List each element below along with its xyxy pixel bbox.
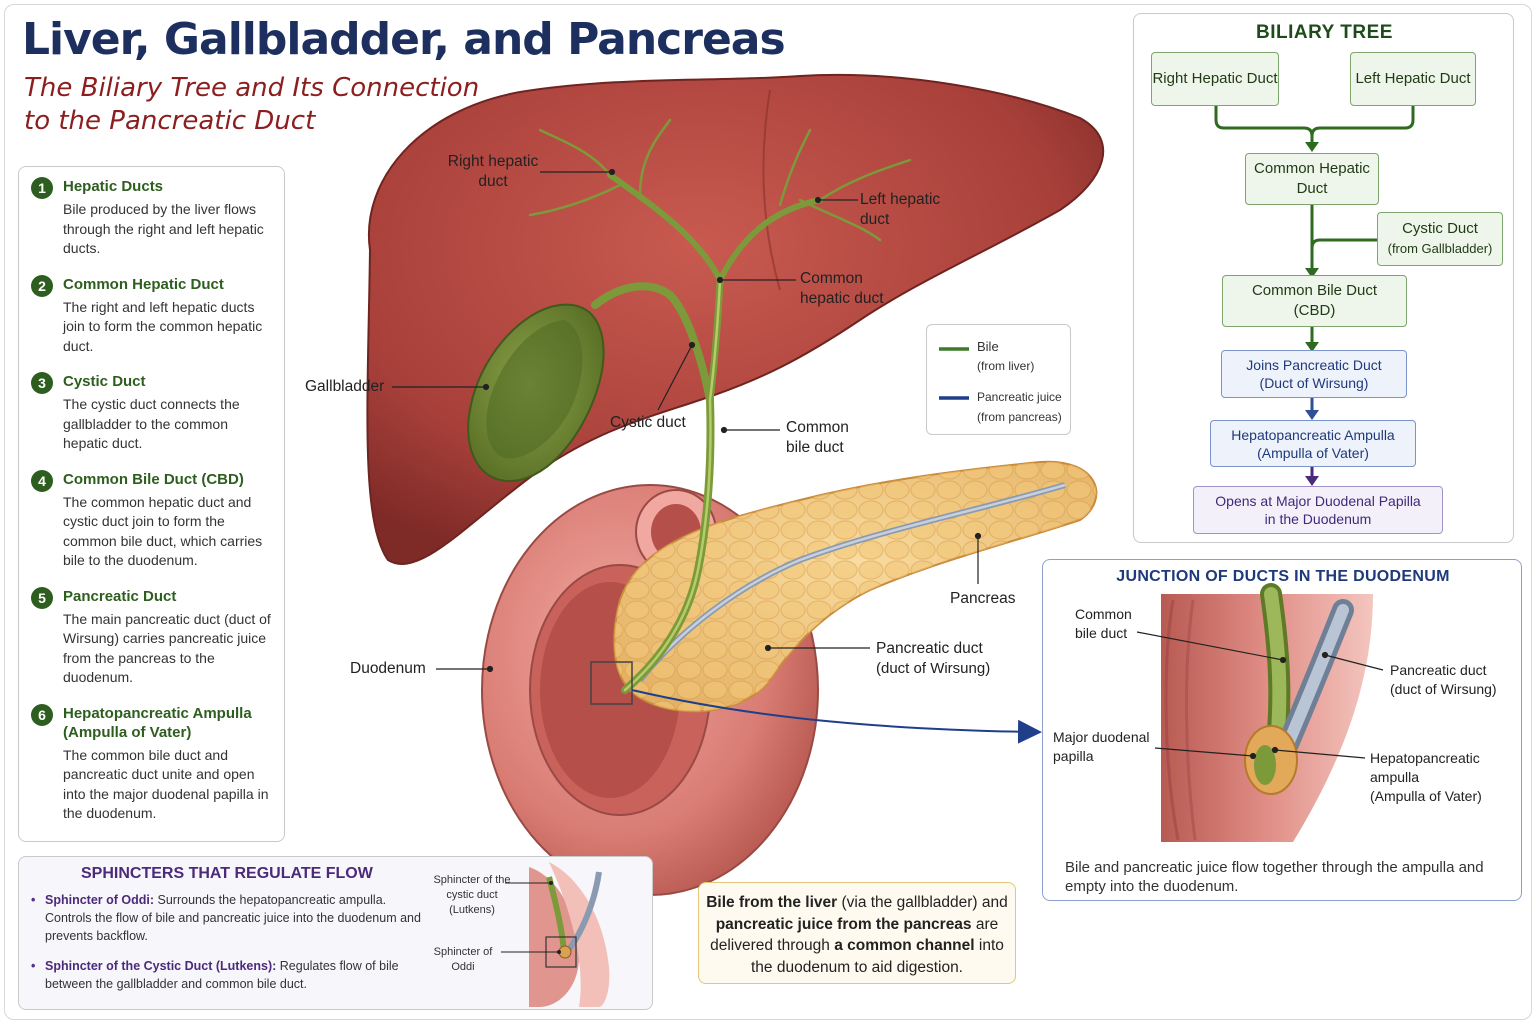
right-hepatic-duct [607,172,723,283]
step-number: 5 [31,586,53,609]
summary-callout: Bile from the liver (via the gallbladder… [698,882,1016,984]
sphincter-cystic-item: • Sphincter of the Cystic Duct (Lutkens)… [31,957,431,993]
step-title: Common Bile Duct (CBD) [63,470,244,488]
tree-node-right-hepatic: Right Hepatic Duct [1151,52,1279,106]
step-title: Cystic Duct [63,373,146,390]
step-number: 4 [31,469,53,492]
tree-node-ampulla: Hepatopancreatic Ampulla(Ampulla of Vate… [1210,420,1416,467]
page-subtitle: The Biliary Tree and Its Connection to t… [24,73,480,136]
tree-connectors [1214,106,1415,486]
label-gallbladder: Gallbladder [305,378,385,395]
tree-node-common-hepatic: Common Hepatic Duct [1245,153,1379,205]
sphincters-panel: SPHINCTERS THAT REGULATE FLOW • Sphincte… [18,856,653,1010]
label-left-hepatic-duct: Left hepatic duct [860,191,941,228]
junction-caption: Bile and pancreatic juice flow together … [1065,859,1484,895]
biliary-tree-panel: BILIARY TREE Right Hepatic Duct Left Hep… [1133,13,1514,543]
biliary-tree-title: BILIARY TREE [1256,22,1393,43]
step-title: Common Hepatic Duct [63,275,224,293]
step-title: Hepatic Ducts [63,178,164,195]
step-text: The main pancreatic duct (duct of Wirsun… [63,610,271,686]
page-frame [4,4,1532,1020]
junction-label-pancreatic: Pancreatic duct [1390,662,1487,678]
junction-zoom-box [590,661,633,705]
step-1: 1 Hepatic Ducts Bile produced by the liv… [31,177,274,259]
step-number: 3 [31,372,53,394]
label-common-bile-duct: Common bile duct [786,419,849,456]
step-4: 4 Common Bile Duct (CBD) The common hepa… [31,469,274,571]
junction-label-papilla: Major duodenal papilla [1053,729,1150,764]
sphincter-name: Sphincter of Oddi: [45,893,155,907]
steps-panel: 1 Hepatic Ducts Bile produced by the liv… [18,166,285,842]
step-5: 5 Pancreatic Duct The main pancreatic du… [31,586,274,688]
junction-label-common-bile: Common bile duct [1075,606,1132,641]
junction-title: JUNCTION OF DUCTS IN THE DUODENUM [1116,568,1450,585]
sphincter-text: Regulates flow of bile between the gallb… [45,959,399,991]
junction-panel: JUNCTION OF DUCTS IN THE DUODENUM Common… [1042,559,1522,901]
step-3: 3 Cystic Duct The cystic duct connects t… [31,372,274,454]
step-text: The common hepatic duct and cystic duct … [63,493,263,569]
legend-pancreatic: Pancreatic juice(from pancreas) [977,390,1062,424]
junction-label-pancreatic-sub: (duct of Wirsung) [1390,681,1497,697]
legend-bile: Bile(from liver) [977,339,1035,373]
label-pancreas: Pancreas [950,590,1016,607]
tree-node-left-hepatic: Left Hepatic Duct [1350,52,1476,106]
bullet-icon: • [31,893,36,907]
step-text: Bile produced by the liver flows through… [63,201,264,256]
sphincter-oddi-item: • Sphincter of Oddi: Surrounds the hepat… [31,891,431,945]
junction-illustration [1136,583,1384,842]
label-pancreatic-duct-sub: (duct of Wirsung) [876,660,991,677]
label-common-hepatic-duct: Common hepatic duct [800,270,884,307]
step-2: 2 Common Hepatic Duct The right and left… [31,274,274,357]
page-title: Liver, Gallbladder, and Pancreas [22,14,786,65]
step-text: The common bile duct and pancreatic duct… [63,746,269,822]
label-right-hepatic-duct: Right hepatic duct [447,153,539,190]
tree-node-cystic: Cystic Duct(from Gallbladder) [1377,212,1503,266]
tree-node-cbd: Common Bile Duct(CBD) [1222,275,1407,327]
bullet-icon: • [31,959,36,973]
zoom-arrow [631,689,1042,744]
left-hepatic-duct [717,197,823,283]
label-sphincter-oddi: Sphincter of Oddi [433,946,493,973]
step-title: Pancreatic Duct [63,587,177,605]
label-duodenum: Duodenum [350,660,426,677]
step-6: 6 Hepatopancreatic Ampulla (Ampulla of V… [31,703,274,824]
sphincter-name: Sphincter of the Cystic Duct (Lutkens): [45,959,277,973]
legend: Bile(from liver) Pancreatic juice(from p… [926,324,1071,435]
sphincters-title: SPHINCTERS THAT REGULATE FLOW [81,865,373,882]
step-title: Hepatopancreatic Ampulla (Ampulla of Vat… [63,704,252,741]
cystic-duct [591,282,714,404]
step-text: The right and left hepatic ducts join to… [63,298,263,354]
sphincter-text: Surrounds the hepatopancreatic ampulla. … [45,893,421,943]
sphincter-illustration [501,862,610,1007]
step-number: 1 [31,177,53,199]
step-text: The cystic duct connects the gallbladder… [63,396,240,451]
step-number: 2 [31,274,53,297]
step-number: 6 [31,703,53,726]
legend-swatches [939,347,969,400]
tree-node-joins: Joins Pancreatic Duct(Duct of Wirsung) [1221,350,1407,398]
label-cystic-duct: Cystic duct [610,414,686,431]
junction-label-ampulla-sub: (Ampulla of Vater) [1370,788,1482,804]
label-pancreatic-duct: Pancreatic duct [876,640,983,657]
junction-label-ampulla: Hepatopancreatic ampulla [1370,750,1480,785]
label-sphincter-cystic: Sphincter of the cystic duct (Lutkens) [433,874,511,916]
